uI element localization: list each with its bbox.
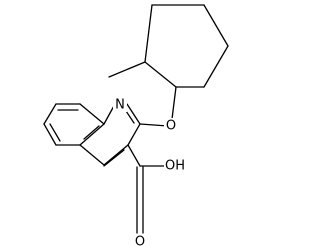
bond-cyclohexyl-oxygen	[171, 86, 177, 120]
bond-c7-c6	[43, 103, 57, 125]
bond-c2-n1	[126, 103, 141, 125]
carboxylic-acid-group	[127, 144, 165, 234]
bond-c6-c5-double	[49, 123, 61, 142]
benzene-ring	[43, 103, 105, 146]
bond-oxygen-quinoline	[139, 123, 169, 127]
nitrogen-atom-label: N	[115, 98, 125, 113]
bond-c3-carboxyl	[127, 144, 141, 167]
pyridine-ring	[79, 103, 141, 167]
bond-cyclohexane-3	[203, 45, 229, 88]
bond-c2-c3	[127, 123, 141, 146]
chemical-structure-diagram: N O OH O	[43, 4, 229, 250]
bond-c4a-c8a	[79, 123, 105, 146]
ether-oxygen-atom-label: O	[166, 119, 176, 134]
bond-cyclohexane-6	[144, 4, 153, 63]
bond-c3-c4-double	[103, 149, 125, 167]
bond-c4a-c8a-inner-double	[83, 125, 100, 140]
bond-methyl	[108, 61, 146, 78]
bond-c4-c4a	[79, 144, 105, 166]
cyclohexane-ring	[144, 4, 229, 88]
hydroxyl-group-label: OH	[165, 159, 185, 174]
bond-cyclohexane-2	[203, 4, 229, 47]
bond-cyclohexane-5	[144, 61, 177, 88]
bond-c3-c4	[103, 144, 129, 166]
carbonyl-oxygen-atom-label: O	[135, 235, 145, 250]
bond-c6-c5	[43, 123, 57, 146]
bond-c8a-c8	[79, 103, 105, 125]
